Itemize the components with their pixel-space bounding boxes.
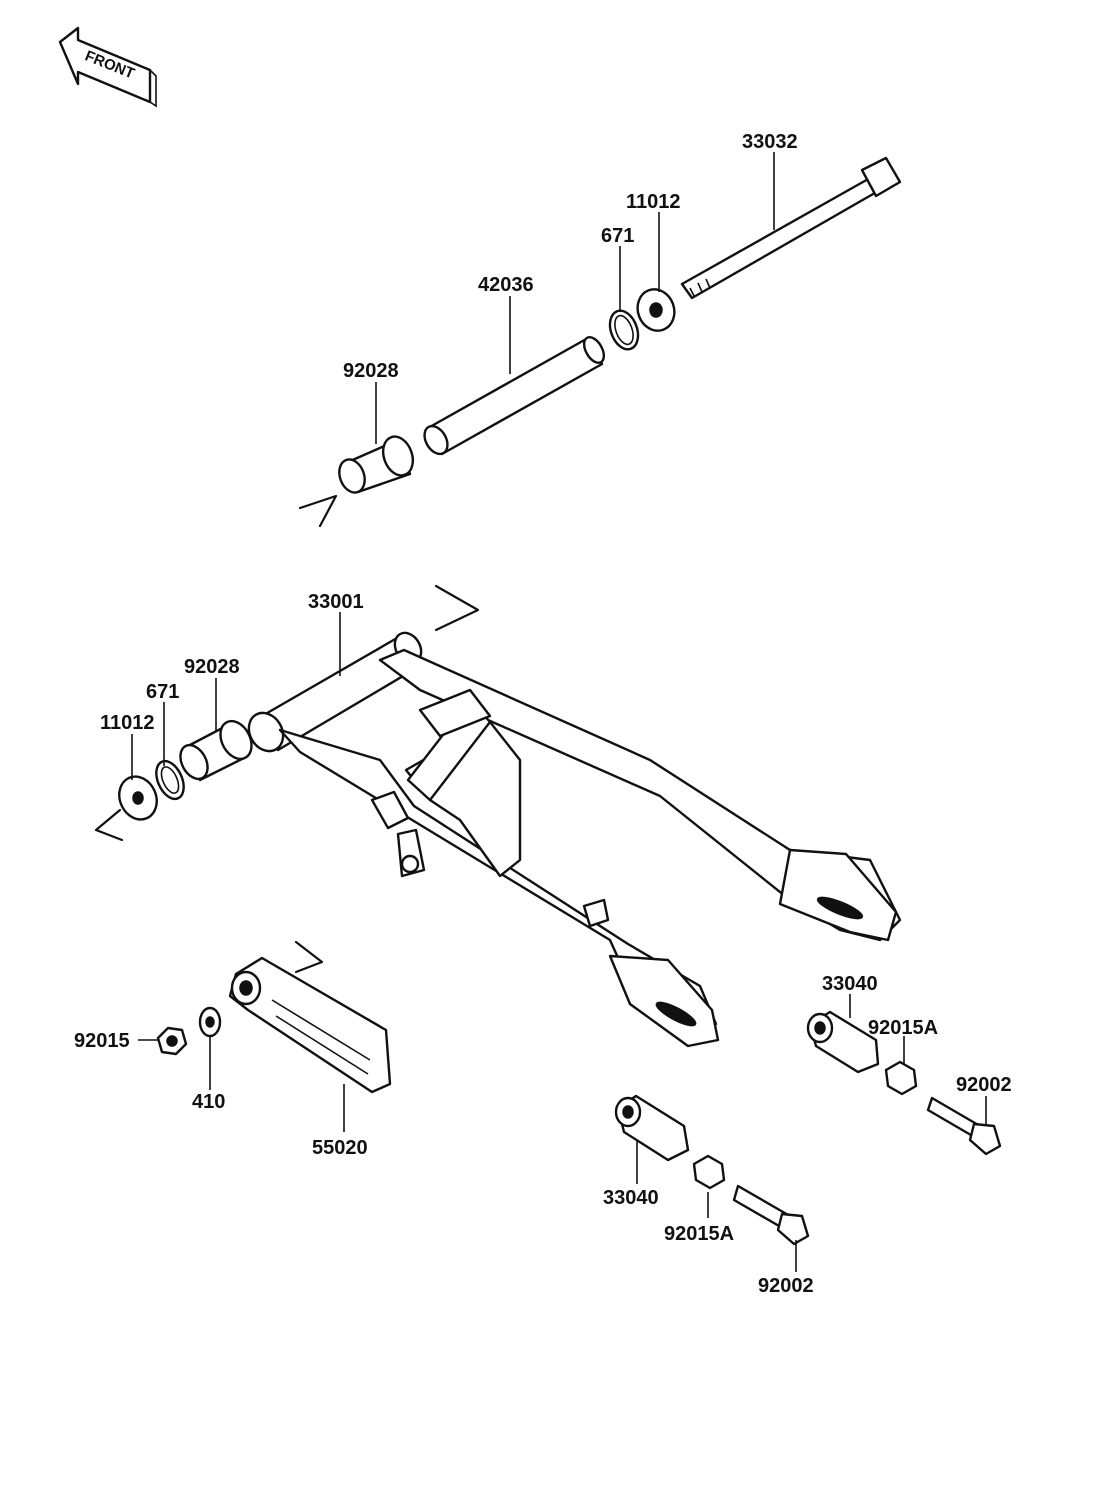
label-671-mid: 671 bbox=[146, 681, 179, 703]
bushing-92028-mid bbox=[179, 719, 253, 782]
label-33032: 33032 bbox=[742, 131, 798, 153]
ring-671-mid bbox=[155, 759, 185, 801]
label-11012-top: 11012 bbox=[626, 191, 681, 213]
guide-line-left bbox=[94, 808, 124, 842]
bolt-92002-bottom bbox=[732, 1184, 810, 1246]
label-92028-mid: 92028 bbox=[184, 656, 240, 678]
label-410: 410 bbox=[192, 1091, 225, 1113]
label-92002-right: 92002 bbox=[956, 1074, 1012, 1096]
label-92028-top: 92028 bbox=[343, 360, 399, 382]
label-92015A-bottom: 92015A bbox=[664, 1223, 734, 1245]
label-92002-bottom: 92002 bbox=[758, 1275, 814, 1297]
nut-92015A-right bbox=[884, 1060, 918, 1096]
washer-11012-mid bbox=[118, 775, 158, 821]
chain-slider-55020 bbox=[228, 956, 392, 1094]
leader-lines bbox=[131, 152, 987, 1272]
adjuster-33040-right bbox=[806, 1010, 880, 1074]
label-33040-right: 33040 bbox=[822, 973, 878, 995]
sleeve-42036 bbox=[423, 336, 606, 456]
label-33040-bottom: 33040 bbox=[603, 1187, 659, 1209]
front-arrow-icon: FRONT bbox=[58, 26, 157, 108]
label-92015A-right: 92015A bbox=[868, 1017, 938, 1039]
part-labels: 33032 11012 671 42036 92028 33001 92028 … bbox=[74, 131, 1012, 1297]
washer-410 bbox=[198, 1006, 222, 1038]
ring-671-top bbox=[608, 309, 640, 351]
bolt-92002-right bbox=[926, 1096, 1002, 1156]
guide-line-top bbox=[298, 494, 338, 528]
label-55020: 55020 bbox=[312, 1137, 368, 1159]
nut-92015 bbox=[156, 1026, 188, 1056]
nut-92015A-bottom bbox=[692, 1154, 726, 1190]
guide-line-mid bbox=[434, 584, 480, 632]
washer-11012-top bbox=[636, 288, 676, 332]
swingarm-33001 bbox=[247, 631, 902, 1048]
pivot-shaft-33032 bbox=[680, 156, 902, 300]
label-671-top: 671 bbox=[601, 225, 634, 247]
label-11012-mid: 11012 bbox=[100, 712, 155, 734]
bushing-92028-top bbox=[338, 435, 415, 494]
guide-line-chain bbox=[294, 940, 324, 974]
label-92015: 92015 bbox=[74, 1030, 130, 1052]
adjuster-33040-bottom bbox=[614, 1094, 690, 1162]
label-33001: 33001 bbox=[308, 591, 364, 613]
label-42036: 42036 bbox=[478, 274, 534, 296]
